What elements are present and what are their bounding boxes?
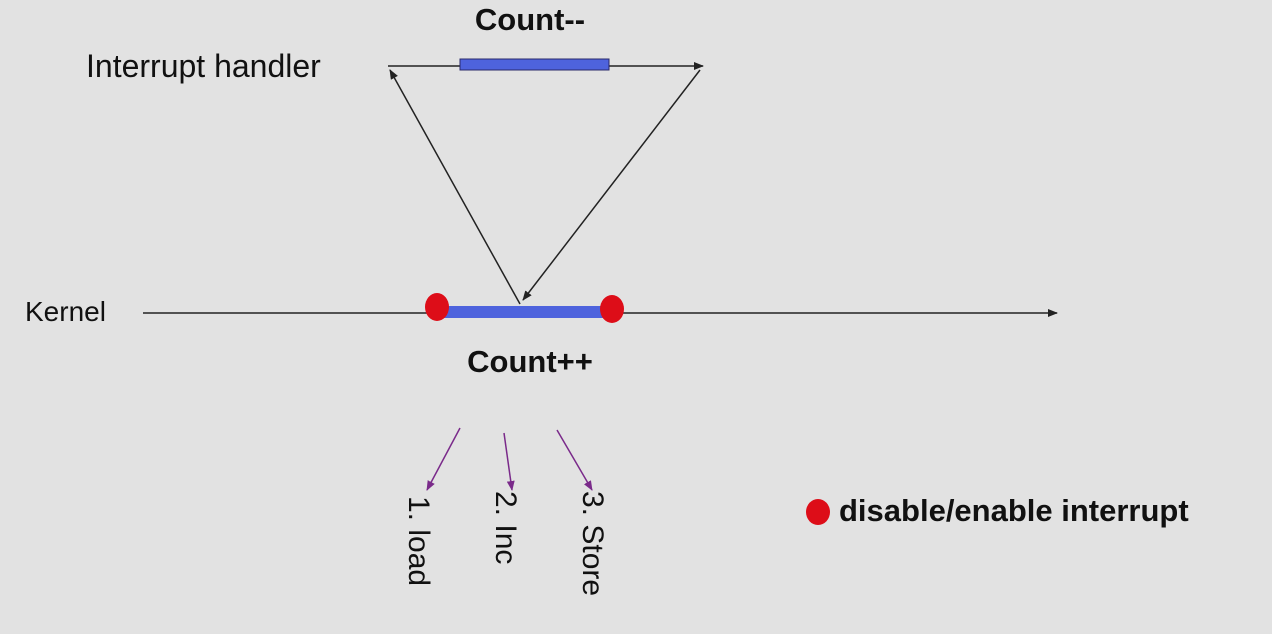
step-arrow-store (556, 429, 593, 491)
interrupt-handler-label: Interrupt handler (86, 48, 321, 84)
step-inc-label: 2. Inc (489, 491, 522, 564)
interrupt-enable-marker (600, 295, 624, 323)
step-store-label: 3. Store (576, 491, 609, 596)
return-arrow-down (522, 69, 701, 301)
step-load-label: 1. load (402, 496, 435, 586)
interrupt-arrow-up (389, 69, 521, 305)
step-arrow-inc (503, 432, 515, 491)
legend-text: disable/enable interrupt (839, 493, 1189, 528)
count-minus-bar (459, 58, 610, 71)
interrupt-disable-marker (425, 293, 449, 321)
count-plus-label: Count++ (467, 344, 593, 379)
step-arrow-load (426, 427, 461, 491)
legend-marker (806, 499, 830, 525)
count-plus-bar (440, 306, 611, 318)
kernel-label: Kernel (25, 296, 106, 327)
count-minus-label: Count-- (475, 2, 585, 37)
